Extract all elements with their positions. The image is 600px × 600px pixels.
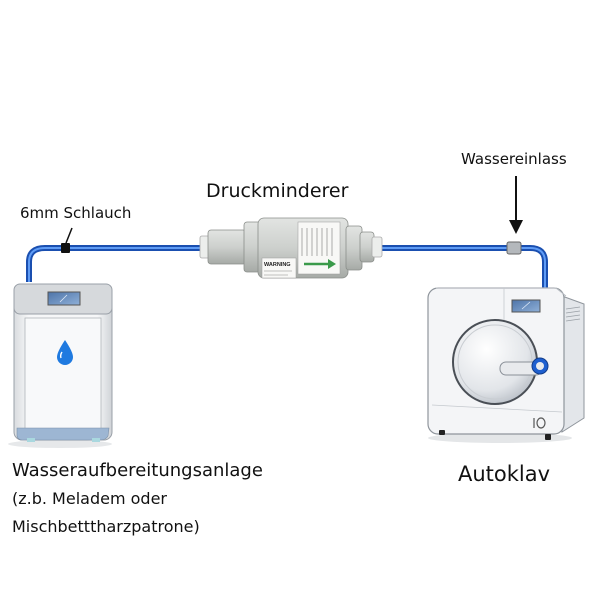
- flow-arrow-icon: [304, 259, 336, 269]
- pressure-reducer-label: Druckminderer: [206, 180, 349, 202]
- pressure-reducer: WARNING: [199, 217, 383, 279]
- water-inlet-label: Wassereinlass: [461, 150, 567, 168]
- autoclave-unit: [427, 287, 585, 443]
- power-switch-icon: [533, 417, 546, 429]
- hose-clip: [61, 243, 70, 253]
- water-drop-icon: [57, 340, 73, 365]
- water-treatment-title: Wasseraufbereitungsanlage: [12, 460, 263, 481]
- autoclave-label: Autoklav: [458, 462, 551, 486]
- warning-label: WARNING: [264, 262, 291, 268]
- inlet-arrow-icon: [509, 176, 523, 234]
- inlet-coupling: [506, 241, 522, 255]
- water-treatment-label: Wasseraufbereitungsanlage (z.b. Meladem …: [12, 457, 263, 541]
- water-treatment-example-2: Mischbetttharzpatrone): [12, 517, 200, 536]
- water-treatment-example-1: (z.b. Meladem oder: [12, 489, 167, 508]
- water-treatment-unit: [8, 283, 113, 448]
- hose-pointer-line: [65, 227, 73, 244]
- hose-label: 6mm Schlauch: [20, 204, 132, 222]
